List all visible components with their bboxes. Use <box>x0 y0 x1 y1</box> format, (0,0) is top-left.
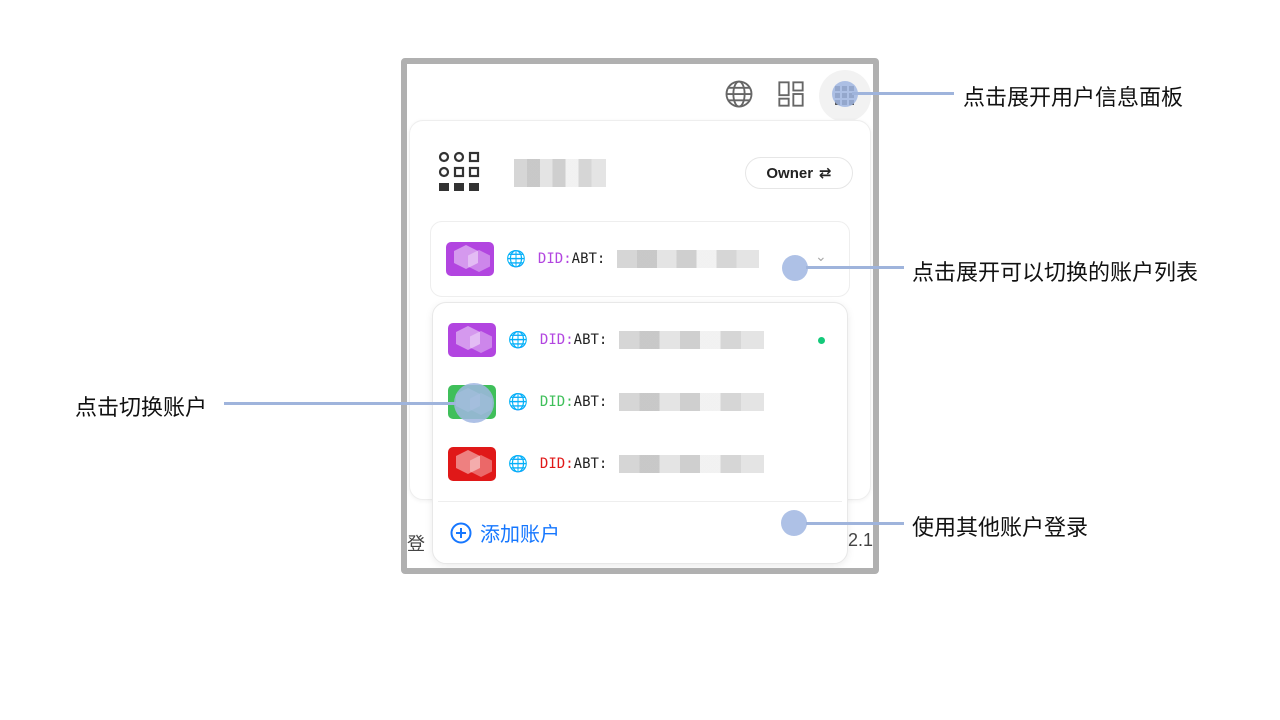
did-redacted <box>619 393 765 411</box>
account-item[interactable]: 🌐 DID:ABT: <box>433 309 847 371</box>
did-type: ABT: <box>571 251 606 267</box>
annotation-line <box>852 92 954 95</box>
did-redacted <box>619 455 765 473</box>
annotation-marker <box>454 383 494 423</box>
app-window: Owner ⇄ 🌐 DID:ABT: ⌄ 🌐 DID:ABT: 🌐 DID:AB… <box>401 58 879 574</box>
grid-icon[interactable] <box>773 76 809 112</box>
background-version: 2.1 <box>847 530 873 550</box>
current-account-selector[interactable]: 🌐 DID:ABT: ⌄ <box>430 221 850 297</box>
annotation-line <box>806 522 904 525</box>
annotation-line <box>224 402 456 405</box>
account-avatar <box>446 242 494 276</box>
globe-icon: 🌐 <box>508 456 528 473</box>
did-prefix: DID: <box>539 456 574 472</box>
account-item[interactable]: 🌐 DID:ABT: <box>433 371 847 433</box>
chevron-down-icon[interactable]: ⌄ <box>815 248 827 264</box>
did-type: ABT: <box>573 394 608 410</box>
active-indicator <box>818 336 825 344</box>
account-avatar <box>448 447 496 481</box>
account-avatar <box>448 323 496 357</box>
annotation-other-login: 使用其他账户登录 <box>912 515 1089 540</box>
did-type: ABT: <box>573 456 608 472</box>
annotation-switch-account: 点击切换账户 <box>75 395 208 420</box>
user-avatar <box>438 151 480 191</box>
did-type: ABT: <box>573 332 608 348</box>
globe-icon: 🌐 <box>508 332 528 349</box>
globe-icon[interactable] <box>721 76 757 112</box>
globe-icon: 🌐 <box>506 251 526 268</box>
role-switch-button[interactable]: Owner ⇄ <box>745 157 853 189</box>
did-prefix: DID: <box>537 251 572 267</box>
add-account-label: 添加账户 <box>480 524 560 546</box>
did-redacted <box>619 331 765 349</box>
did-prefix: DID: <box>539 332 574 348</box>
annotation-marker <box>782 255 808 281</box>
account-item[interactable]: 🌐 DID:ABT: <box>433 433 847 495</box>
annotation-line <box>806 266 904 269</box>
swap-icon: ⇄ <box>819 165 832 182</box>
annotation-marker <box>781 510 807 536</box>
globe-icon: 🌐 <box>508 394 528 411</box>
did-redacted <box>617 250 760 268</box>
did-prefix: DID: <box>539 394 574 410</box>
annotation-account-list: 点击展开可以切换的账户列表 <box>912 260 1199 285</box>
account-list: 🌐 DID:ABT: 🌐 DID:ABT: 🌐 DID:ABT: 添加账户 <box>432 302 848 564</box>
background-text: 登 <box>407 534 425 554</box>
add-account-button[interactable]: 添加账户 <box>433 502 847 547</box>
username-redacted <box>514 159 606 187</box>
annotation-user-panel: 点击展开用户信息面板 <box>963 85 1184 110</box>
plus-circle-icon <box>450 522 472 543</box>
role-label: Owner <box>766 164 814 182</box>
